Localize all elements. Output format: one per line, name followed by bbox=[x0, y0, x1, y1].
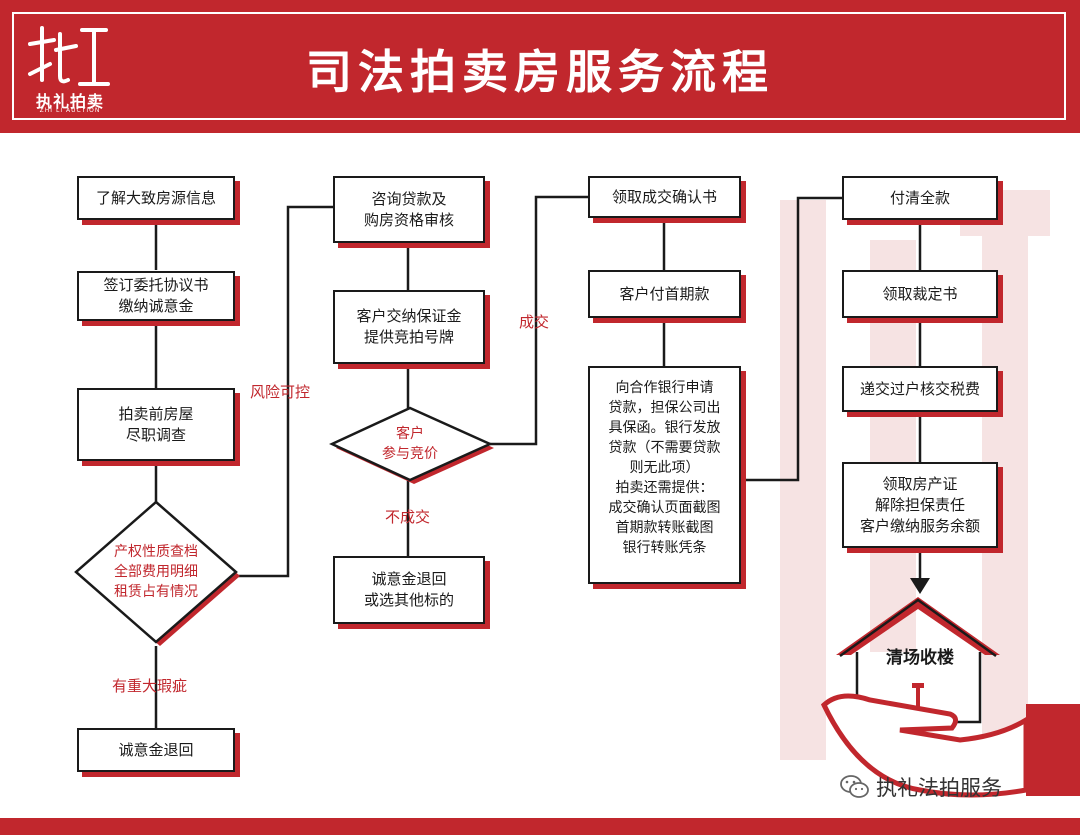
wechat-icon bbox=[840, 775, 869, 798]
label-major-defect: 有重大瑕疵 bbox=[112, 677, 188, 695]
house-hand-icon bbox=[820, 597, 1080, 798]
logo-icon bbox=[28, 26, 110, 86]
decision-bidding-text: 客户 参与竞价 bbox=[382, 426, 438, 462]
step-refund-deposit: 诚意金退回 bbox=[77, 728, 235, 772]
label-no-deal: 不成交 bbox=[385, 508, 431, 526]
header-banner: 执礼拍卖 ZHI LI AUCTION 司法拍卖房服务流程 bbox=[0, 0, 1080, 133]
step-down-payment: 客户付首期款 bbox=[588, 270, 741, 318]
step-refund-or-choose-other: 诚意金退回 或选其他标的 bbox=[333, 556, 485, 624]
decision-diamond-property bbox=[74, 500, 238, 644]
step-due-diligence: 拍卖前房屋 尽职调查 bbox=[77, 388, 235, 461]
decision-property-check-text: 产权性质查档 全部费用明细 租赁占有情况 bbox=[114, 544, 198, 600]
label-deal: 成交 bbox=[519, 313, 550, 331]
step-sign-agreement: 签订委托协议书 缴纳诚意金 bbox=[77, 271, 235, 321]
header-frame bbox=[12, 12, 1066, 120]
step-property-certificate: 领取房产证 解除担保责任 客户缴纳服务余额 bbox=[842, 462, 998, 548]
wechat-account-name: 执礼法拍服务 bbox=[876, 776, 1002, 800]
label-risk-controllable: 风险可控 bbox=[250, 383, 311, 401]
logo-subtext: ZHI LI AUCTION bbox=[39, 107, 101, 114]
page-title: 司法拍卖房服务流程 bbox=[306, 45, 774, 99]
step-transfer-and-tax: 递交过户核交税费 bbox=[842, 366, 998, 412]
step-receive-confirmation: 领取成交确认书 bbox=[588, 176, 741, 218]
decision-diamond-bidding bbox=[329, 406, 494, 482]
wechat-watermark: 执礼法拍服务 bbox=[840, 772, 1002, 802]
step-pay-in-full: 付清全款 bbox=[842, 176, 998, 220]
arrow-down-icon bbox=[910, 578, 930, 594]
footer-bar bbox=[0, 818, 1080, 835]
step-bank-loan-details: 向合作银行申请 贷款，担保公司出 具保函。银行发放 贷款（不需要贷款 则无此项）… bbox=[588, 366, 741, 584]
step-loan-consult: 咨询贷款及 购房资格审核 bbox=[333, 176, 485, 243]
step-receive-ruling: 领取裁定书 bbox=[842, 270, 998, 318]
step-pay-deposit: 客户交纳保证金 提供竞拍号牌 bbox=[333, 290, 485, 364]
final-step-clear-and-receive: 清场收楼 bbox=[886, 648, 954, 668]
step-learn-property-info: 了解大致房源信息 bbox=[77, 176, 235, 220]
logo-text: 执礼拍卖 bbox=[35, 92, 104, 111]
